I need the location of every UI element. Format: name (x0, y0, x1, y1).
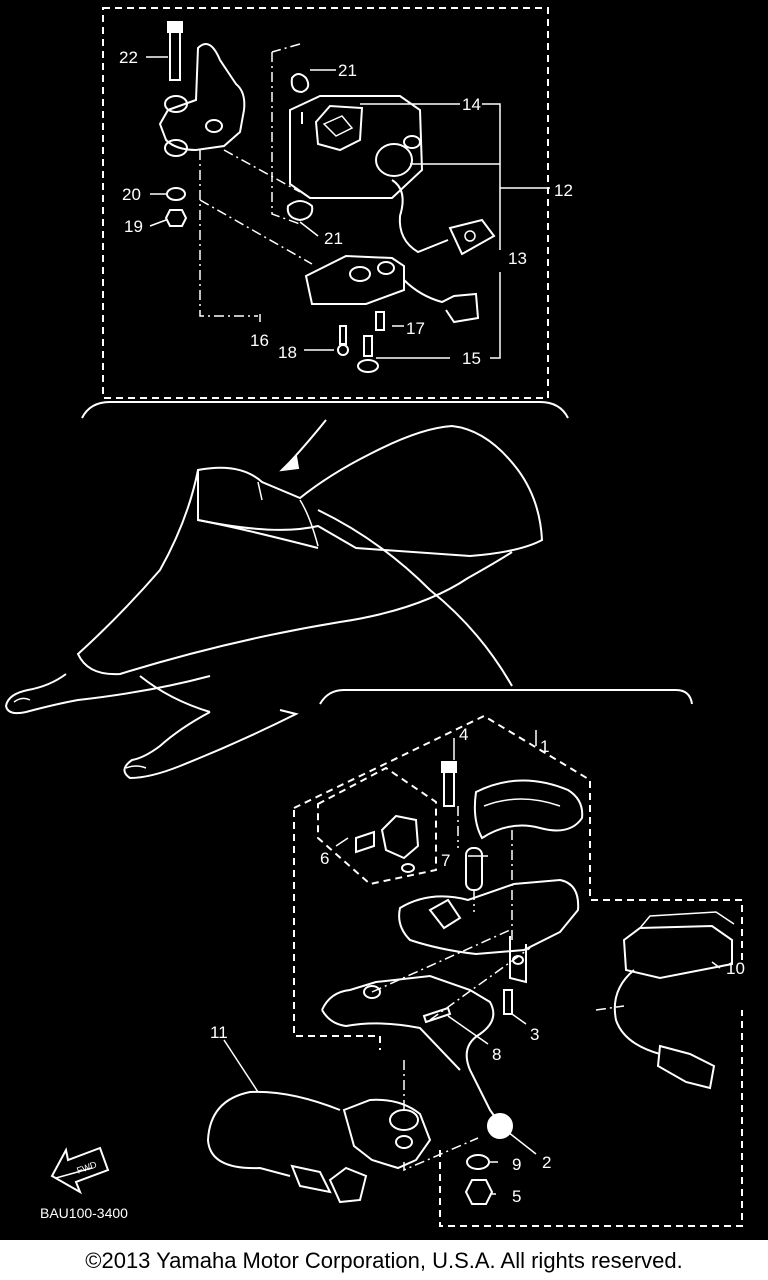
callout-5: 5 (512, 1187, 521, 1206)
mount-bracket (158, 43, 246, 152)
callout-6: 6 (320, 849, 329, 868)
copyright-notice: ©2013 Yamaha Motor Corporation, U.S.A. A… (85, 1248, 683, 1273)
wire-13 (391, 179, 449, 254)
kill-switch-10 (622, 924, 733, 980)
upper-group-frame (102, 7, 549, 399)
screw-15 (363, 335, 373, 357)
callout-12: 12 (554, 181, 573, 200)
wire-11 (206, 1090, 341, 1177)
callout-16: 16 (250, 331, 269, 350)
nut-5 (464, 1179, 494, 1205)
callout-4: 4 (459, 725, 468, 744)
lower-callouts: 1 4 6 7 10 3 11 8 2 9 5 (210, 725, 745, 1206)
callout-1: 1 (540, 737, 549, 756)
lever-bracket (398, 878, 580, 956)
lower-group-frame (293, 714, 743, 1227)
callout-7: 7 (441, 851, 450, 870)
callout-11: 11 (210, 1023, 228, 1042)
copyright-bar: ©2013 Yamaha Motor Corporation, U.S.A. A… (0, 1240, 768, 1280)
callout-15: 15 (462, 349, 481, 368)
lower-group-brace (319, 689, 693, 705)
callout-14: 14 (462, 95, 481, 114)
hood (76, 469, 513, 676)
ski-right (123, 709, 299, 780)
throttle-lever (321, 974, 501, 1125)
callout-13: 13 (508, 249, 527, 268)
callout-21-bottom: 21 (324, 229, 343, 248)
callout-21-top: 21 (338, 61, 357, 80)
drawing-code: BAU100-3400 (40, 1205, 128, 1221)
bolt-22 (169, 27, 181, 81)
nut-19 (164, 209, 188, 227)
switch-button (314, 104, 364, 152)
connector-13 (448, 218, 496, 256)
callout-2: 2 (542, 1153, 551, 1172)
callout-22: 22 (119, 48, 138, 67)
bolt-4 (443, 769, 455, 807)
nut-21-bottom (286, 200, 314, 222)
screw-3b (503, 989, 513, 1015)
fwd-arrow-icon: FWD (50, 1146, 110, 1195)
subgroup-6-frame (317, 766, 437, 886)
upper-callouts: 22 21 14 12 20 19 21 13 17 16 18 15 (119, 48, 573, 368)
screw-18 (339, 325, 347, 345)
callout-10: 10 (726, 959, 745, 978)
callout-17: 17 (406, 319, 425, 338)
switch-base-16 (304, 254, 405, 305)
lower-parts-group (206, 689, 743, 1227)
ski-left (4, 673, 211, 715)
spring-7 (465, 847, 483, 891)
upper-parts-group (81, 7, 569, 419)
wire-10 (613, 969, 661, 1055)
parts-diagram: 22 21 14 12 20 19 21 13 17 16 18 15 (4, 7, 745, 1227)
screw-3a (422, 1006, 452, 1024)
callout-8: 8 (492, 1045, 501, 1064)
screw-17 (375, 311, 385, 331)
grip-cover (473, 779, 584, 840)
washer-20 (166, 187, 186, 201)
switch-6 (380, 814, 420, 860)
snowmobile-body (4, 419, 544, 780)
callout-18: 18 (278, 343, 297, 362)
callout-3: 3 (530, 1025, 539, 1044)
connector-11 (328, 1166, 368, 1204)
throttle-sensor (342, 1098, 432, 1170)
lever-knob (487, 1113, 513, 1139)
cable (317, 509, 513, 687)
switch-housing-14 (289, 95, 424, 199)
callout-9: 9 (512, 1155, 521, 1174)
fwd-label: FWD (75, 1159, 98, 1176)
nut-21-top (290, 73, 310, 94)
seat (197, 424, 544, 558)
washer-9 (466, 1154, 490, 1170)
callout-19: 19 (124, 217, 143, 236)
callout-20: 20 (122, 185, 141, 204)
upper-group-brace (81, 401, 569, 419)
